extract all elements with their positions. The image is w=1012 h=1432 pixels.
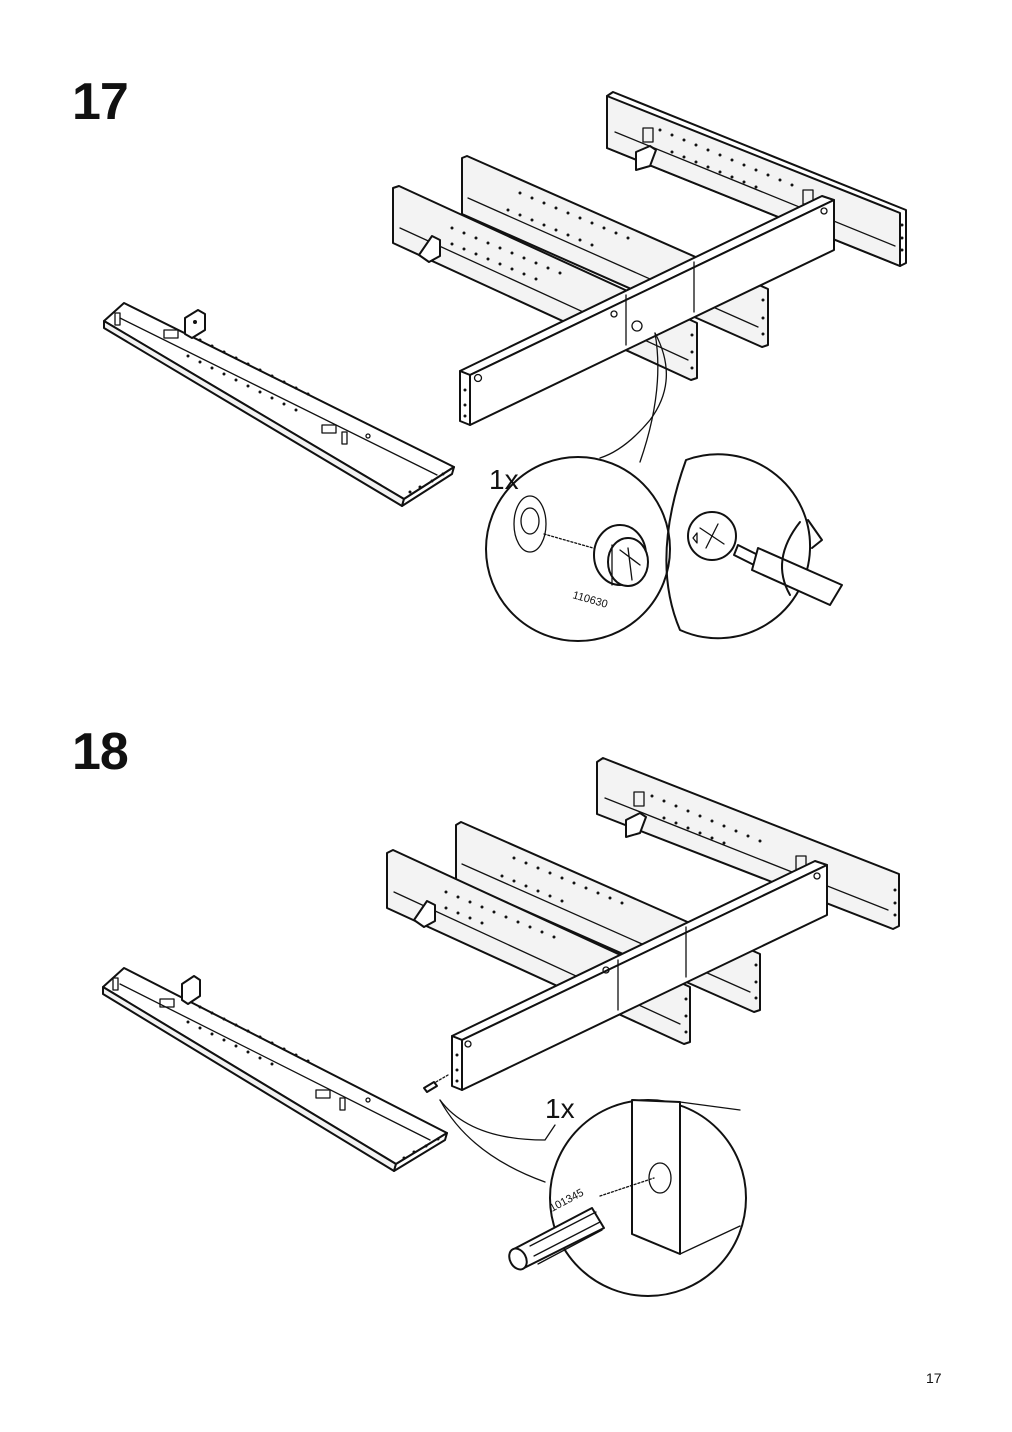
bracket-icon (413, 900, 436, 928)
center-beam (459, 195, 835, 426)
dowel-icon (112, 977, 119, 991)
center-beam (451, 860, 828, 1091)
detail-circle-cam-lock: 110630 (485, 456, 671, 642)
callout-leader (439, 1099, 556, 1141)
bracket-icon (184, 309, 206, 339)
rotate-clockwise-icon (781, 519, 823, 596)
rail-hole-row (450, 226, 562, 281)
bracket-icon (418, 235, 441, 263)
cam-lock-icon (631, 320, 643, 332)
part-code-label: 101345 (548, 1187, 586, 1215)
fitting-icon (159, 998, 175, 1008)
bracket-icon (625, 812, 647, 838)
step-number-17: 17 (72, 73, 129, 131)
dowel-icon (114, 312, 348, 445)
bracket-icon (181, 975, 201, 1005)
rail-hole-row (500, 856, 624, 905)
step-18-quantity: 1x (545, 1093, 575, 1124)
screwdriver-icon (733, 544, 843, 606)
dowel-icon (508, 1207, 605, 1271)
cam-lock-top-icon (687, 511, 737, 561)
panel-hole-icon (513, 495, 547, 553)
step-17-quantity: 1x (489, 464, 519, 495)
detail-circle-dowel: 101345 (508, 1099, 747, 1297)
rail-hole-row (186, 1005, 310, 1066)
page-number: 17 (926, 1370, 942, 1386)
fitting-icon (633, 791, 645, 807)
rail-hole-row (444, 890, 556, 939)
rail-hole-row (658, 128, 794, 189)
side-rail-left (103, 302, 455, 507)
callout-leader (599, 332, 667, 459)
detail-circle-screwdriver (665, 453, 843, 640)
fitting-icon (163, 329, 337, 434)
side-rail-left (102, 967, 448, 1172)
step-number-18: 18 (72, 723, 129, 781)
part-code-label: 110630 (571, 589, 609, 610)
fitting-icon (642, 127, 654, 143)
bracket-icon (635, 145, 657, 171)
dowel-icon (423, 1074, 449, 1093)
step-17-illustration: 110630 (103, 91, 907, 642)
rail-hole-row (186, 338, 310, 412)
rail-hole-row (650, 794, 762, 845)
cam-lock-icon (593, 524, 649, 587)
panel-edge-icon (631, 1099, 741, 1255)
step-18-illustration: 101345 (102, 757, 900, 1297)
rail-hole-row (506, 191, 630, 247)
